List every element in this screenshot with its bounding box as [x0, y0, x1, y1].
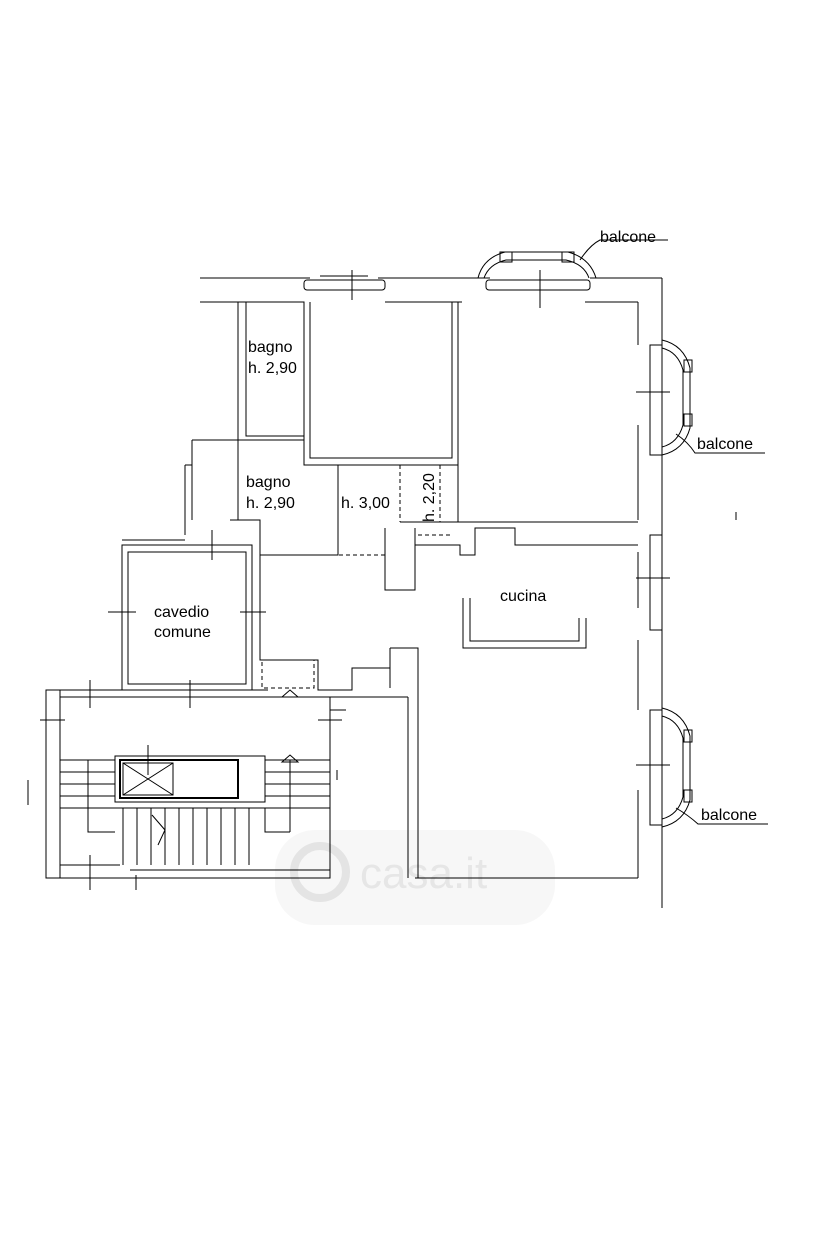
bagno-2-height: h. 2,90: [246, 495, 295, 512]
windows: [27, 270, 670, 890]
closet-height: h. 2,20: [421, 473, 438, 522]
stair-arrow-icon: [280, 754, 300, 763]
corridor-height: h. 3,00: [341, 495, 390, 512]
cavedio-label-line1: cavedio: [154, 604, 209, 621]
balcone-right-1-shape: [661, 339, 691, 456]
bagno-2-name: bagno: [246, 474, 291, 491]
balcone-label-right-2: balcone: [701, 807, 757, 824]
balconies: [477, 239, 768, 828]
balcony-labels: balcone balcone balcone: [600, 229, 757, 824]
misc-marks: [336, 512, 737, 780]
bagno-1-name: bagno: [248, 339, 293, 356]
interior-walls: [60, 301, 638, 698]
balcone-label-right-1: balcone: [697, 436, 753, 453]
balcone-right-2-shape: [661, 707, 691, 828]
watermark-logo-icon: [290, 842, 350, 902]
staircase: [45, 689, 331, 879]
cavedio-label-line2: comune: [154, 624, 211, 641]
balcone-top-shape: [477, 251, 597, 279]
bagno-1-height: h. 2,90: [248, 360, 297, 377]
balcone-label-top: balcone: [600, 229, 656, 246]
watermark-text: casa.it: [360, 849, 487, 898]
room-labels: bagno h. 2,90 bagno h. 2,90 h. 3,00 h. 2…: [154, 339, 546, 641]
stair-arrow-icon: [280, 689, 300, 698]
elevator-icon: [122, 762, 174, 796]
dashed-openings: [303, 340, 450, 556]
cucina-label: cucina: [500, 588, 546, 605]
